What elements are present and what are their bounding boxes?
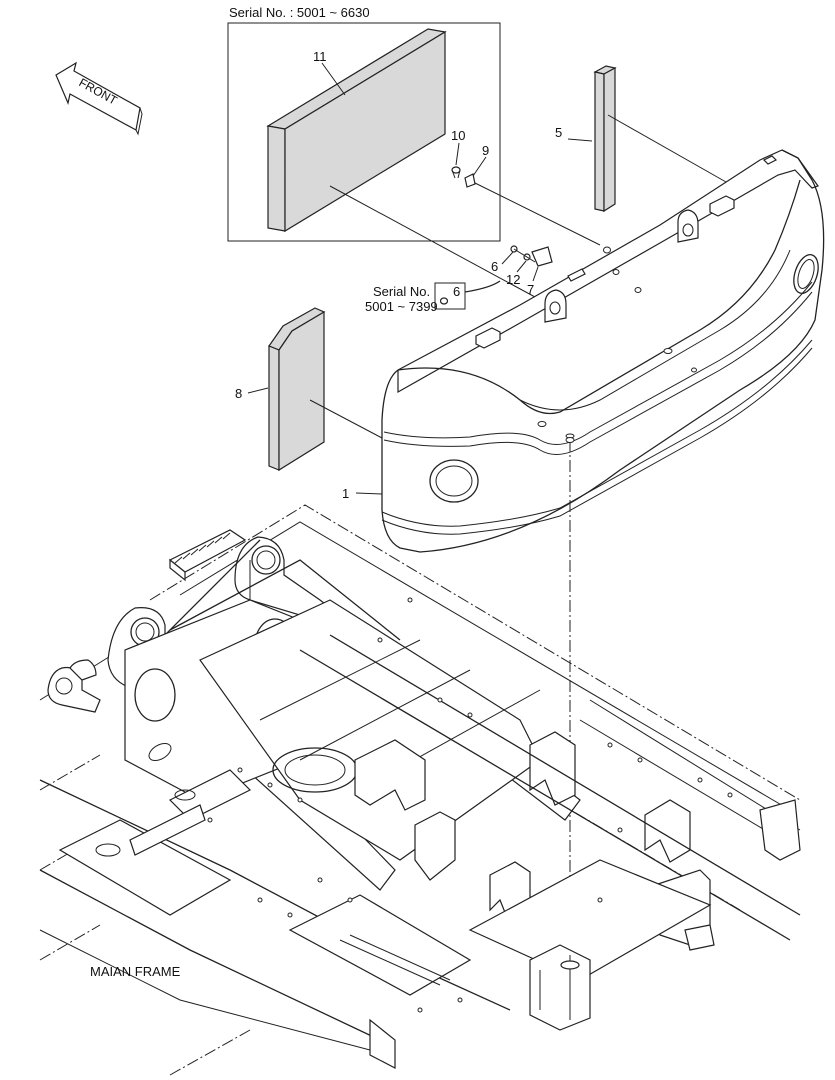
counterweight-part-1 bbox=[381, 149, 825, 553]
clip-part-9 bbox=[464, 173, 476, 188]
serial-box-2-part: 6 bbox=[453, 284, 460, 299]
front-arrow: FRONT bbox=[55, 61, 143, 136]
serial-box-2-line1: Serial No. bbox=[373, 284, 430, 299]
callout-12: 12 bbox=[506, 272, 520, 287]
leader-11 bbox=[329, 185, 536, 298]
leader-9 bbox=[474, 182, 601, 246]
callout-6: 6 bbox=[491, 259, 498, 274]
callout-7: 7 bbox=[527, 282, 534, 297]
serial-range-label: Serial No. : 5001 ~ 6630 bbox=[229, 5, 370, 20]
serial-inset-box: Serial No. : 5001 ~ 6630 11 10 9 bbox=[227, 5, 501, 242]
frame-bolt-holes bbox=[207, 597, 733, 1013]
callout-8: 8 bbox=[235, 386, 242, 401]
callout-10: 10 bbox=[451, 128, 465, 143]
fastener-parts bbox=[510, 245, 553, 267]
callout-5: 5 bbox=[555, 125, 562, 140]
serial-box-2-line2: 5001 ~ 7399 bbox=[365, 299, 438, 314]
callout-1: 1 bbox=[342, 486, 349, 501]
pad-part-11 bbox=[266, 28, 447, 233]
pad-part-8 bbox=[268, 307, 326, 472]
callout-9: 9 bbox=[482, 143, 489, 158]
pad-part-5 bbox=[593, 65, 617, 213]
callout-11: 11 bbox=[313, 49, 327, 64]
bolt-part-10 bbox=[451, 166, 461, 179]
main-frame bbox=[39, 504, 801, 1076]
serial-box-2: Serial No. 5001 ~ 7399 6 bbox=[365, 280, 501, 314]
frame-label: MAIAN FRAME bbox=[90, 964, 181, 979]
